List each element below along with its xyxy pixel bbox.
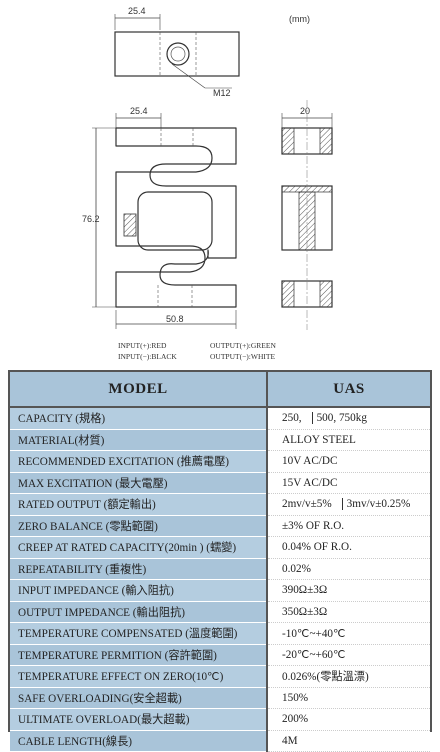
spec-row: ZERO BALANCE (零點範圍) ±3% OF R.O. [10, 515, 430, 537]
spec-label: TEMPERATURE PERMITION (容許範圍) [10, 644, 268, 666]
spec-value: 0.04% OF R.O. [267, 536, 430, 559]
spec-label: SAFE OVERLOADING(安全超載) [10, 687, 268, 709]
spec-row: RATED OUTPUT (額定輸出) 2mv/v±5% 3mv/v±0.25% [10, 493, 430, 516]
front-bottom-width-dim: 50.8 [166, 314, 184, 324]
spec-value: ±3% OF R.O. [267, 515, 430, 537]
spec-label: TEMPERATURE COMPENSATED (溫度範圍) [10, 622, 268, 645]
spec-value: -20℃~+60℃ [267, 644, 430, 666]
spec-row: TEMPERATURE EFFECT ON ZERO(10℃) 0.026%(零… [10, 665, 430, 688]
spec-value-primary: 2mv/v±5% [282, 498, 332, 511]
spec-row: INPUT IMPEDANCE (輸入阻抗) 390Ω±3Ω [10, 579, 430, 602]
spec-row: TEMPERATURE COMPENSATED (溫度範圍) -10℃~+40℃ [10, 622, 430, 645]
load-cell-drawing: (mm) 25.4 M12 25.4 76.2 [82, 6, 333, 361]
spec-label: RATED OUTPUT (額定輸出) [10, 493, 268, 516]
spec-label: INPUT IMPEDANCE (輸入阻抗) [10, 579, 268, 602]
spec-row: MATERIAL(材質) ALLOY STEEL [10, 429, 430, 451]
spec-value: 10V AC/DC [267, 450, 430, 473]
wire-input-negative: INPUT(−):BLACK [118, 352, 177, 361]
front-height-dim: 76.2 [82, 214, 100, 224]
spec-label: TEMPERATURE EFFECT ON ZERO(10℃) [10, 665, 268, 688]
unit-label: (mm) [289, 14, 310, 24]
spec-label: ZERO BALANCE (零點範圍) [10, 515, 268, 537]
spec-row: ULTIMATE OVERLOAD(最大超載) 200% [10, 708, 430, 731]
spec-value: 250, 500, 750kg [267, 407, 430, 430]
spec-row: CABLE LENGTH(線長) 4M [10, 730, 430, 752]
spec-value: 0.026%(零點溫漂) [267, 665, 430, 688]
spec-row: REPEATABILITY (重複性) 0.02% [10, 558, 430, 580]
wiring-legend: INPUT(+):RED INPUT(−):BLACK OUTPUT(+):GR… [118, 341, 276, 361]
spec-row: CAPACITY (規格) 250, 500, 750kg [10, 407, 430, 430]
spec-label: CREEP AT RATED CAPACITY(20min ) (蠕變) [10, 536, 268, 559]
spec-row: CREEP AT RATED CAPACITY(20min ) (蠕變) 0.0… [10, 536, 430, 559]
spec-value: ALLOY STEEL [267, 429, 430, 451]
spec-value-primary: 250, [282, 412, 302, 425]
spec-value: 350Ω±3Ω [267, 601, 430, 623]
spec-row: RECOMMENDED EXCITATION (推薦電壓) 10V AC/DC [10, 450, 430, 473]
spec-value: 4M [267, 730, 430, 752]
spec-row: TEMPERATURE PERMITION (容許範圍) -20℃~+60℃ [10, 644, 430, 666]
spec-value: -10℃~+40℃ [267, 622, 430, 645]
spec-row: MAX EXCITATION (最大電壓) 15V AC/DC [10, 472, 430, 494]
spec-label: CABLE LENGTH(線長) [10, 730, 268, 752]
spec-label: REPEATABILITY (重複性) [10, 558, 268, 580]
spec-header-row: MODEL UAS [10, 372, 430, 408]
spec-row: OUTPUT IMPEDANCE (輸出阻抗) 350Ω±3Ω [10, 601, 430, 623]
spec-label: MATERIAL(材質) [10, 429, 268, 451]
spec-value: 0.02% [267, 558, 430, 580]
spec-value: 390Ω±3Ω [267, 579, 430, 602]
front-view: 25.4 76.2 50.8 [82, 106, 237, 329]
side-width-dim: 20 [300, 106, 310, 116]
top-view: 25.4 M12 [114, 6, 240, 98]
spec-label: ULTIMATE OVERLOAD(最大超載) [10, 708, 268, 731]
model-value-header: UAS [267, 372, 430, 408]
spec-value: 15V AC/DC [267, 472, 430, 494]
spec-value: 200% [267, 708, 430, 731]
wire-input-positive: INPUT(+):RED [118, 341, 167, 350]
spec-label: MAX EXCITATION (最大電壓) [10, 472, 268, 494]
spec-value-secondary: 500, 750kg [311, 412, 367, 425]
front-top-width-dim: 25.4 [130, 106, 148, 116]
wire-output-positive: OUTPUT(+):GREEN [210, 341, 276, 350]
spec-label: RECOMMENDED EXCITATION (推薦電壓) [10, 450, 268, 473]
top-width-dim: 25.4 [128, 6, 146, 16]
spec-value: 150% [267, 687, 430, 709]
spec-row: SAFE OVERLOADING(安全超載) 150% [10, 687, 430, 709]
side-view: 20 [281, 100, 333, 330]
model-header: MODEL [10, 372, 268, 408]
spec-value-secondary: 3mv/v±0.25% [341, 498, 411, 511]
technical-drawing: (mm) 25.4 M12 25.4 76.2 [0, 0, 440, 368]
wire-output-negative: OUTPUT(−):WHITE [210, 352, 275, 361]
thread-label: M12 [213, 88, 231, 98]
spec-label: CAPACITY (規格) [10, 407, 268, 430]
spec-table: MODEL UAS CAPACITY (規格) 250, 500, 750kg M… [8, 370, 432, 752]
spec-label: OUTPUT IMPEDANCE (輸出阻抗) [10, 601, 268, 623]
spec-value: 2mv/v±5% 3mv/v±0.25% [267, 493, 430, 516]
